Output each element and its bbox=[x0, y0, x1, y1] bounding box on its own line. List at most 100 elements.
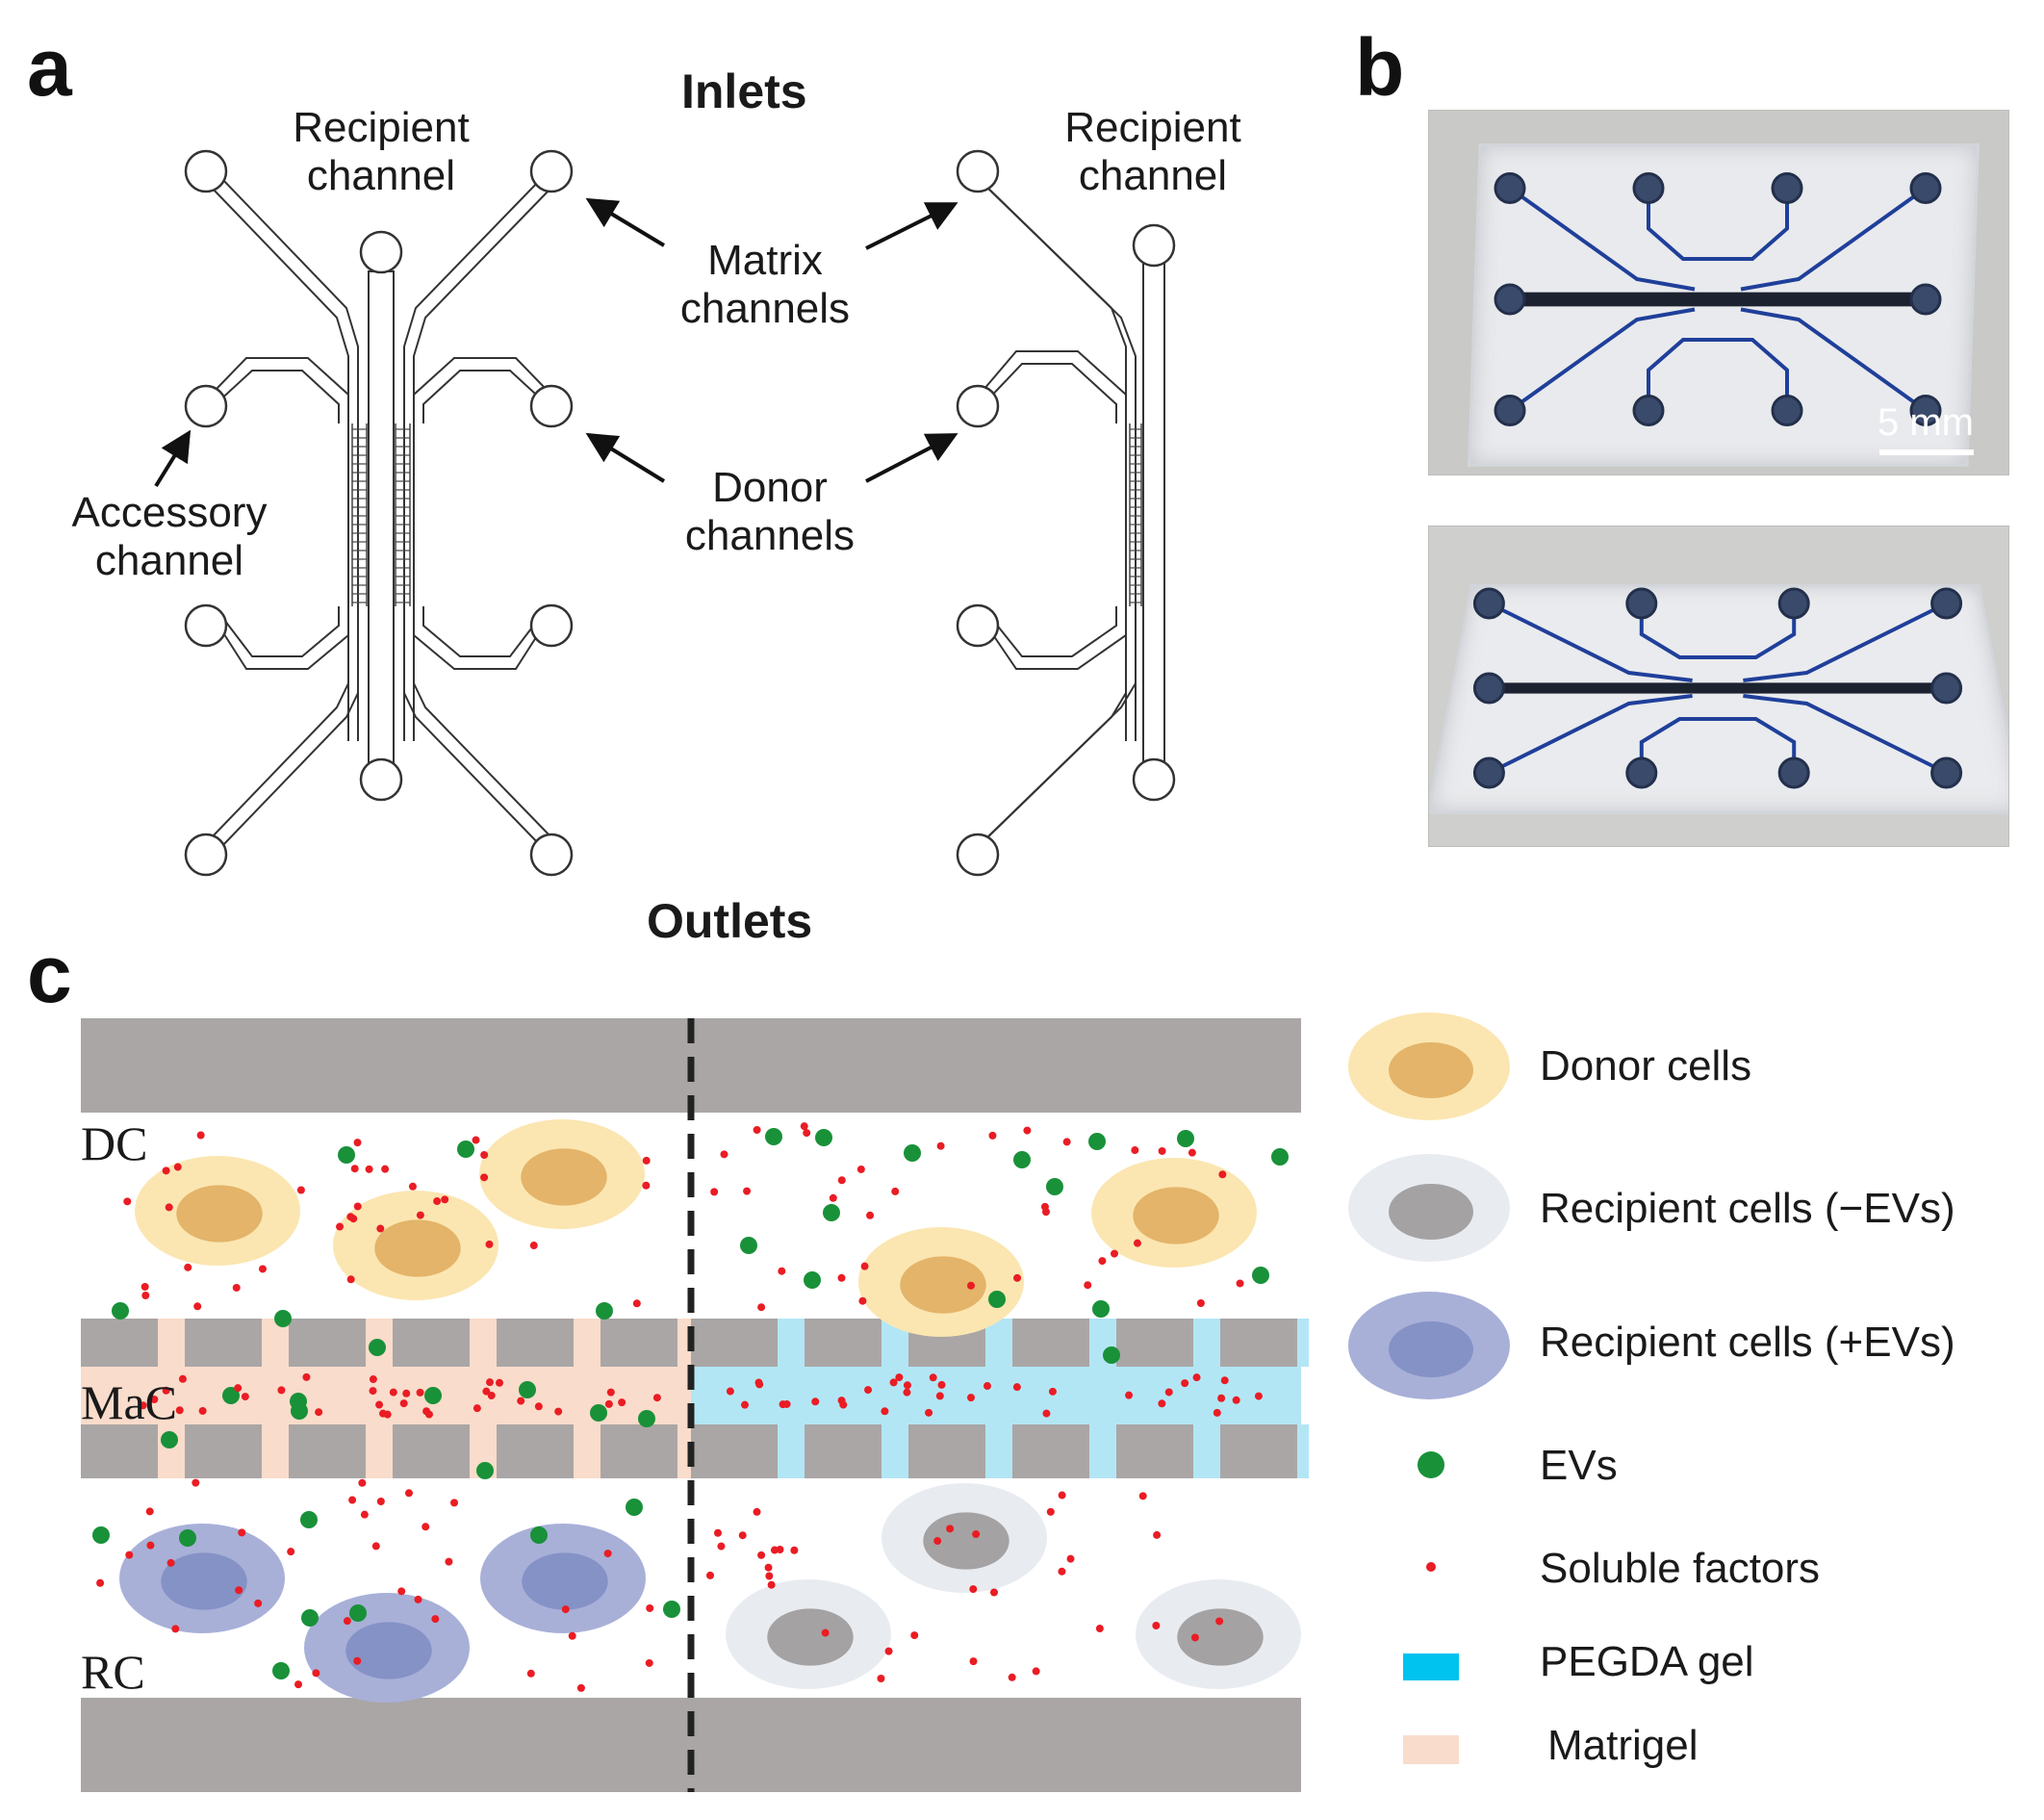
recipient-cell bbox=[881, 1483, 1047, 1593]
matrix-channels-label: Matrix channels bbox=[664, 237, 866, 333]
pegda-gap bbox=[1193, 1424, 1220, 1478]
soluble-factor-dot bbox=[770, 1546, 779, 1554]
soluble-factor-dot bbox=[642, 1181, 651, 1190]
accessory-channel-label: Accessory channel bbox=[64, 489, 275, 585]
soluble-factor-dot bbox=[141, 1291, 150, 1299]
port-hole bbox=[1909, 395, 1942, 426]
pillar bbox=[1116, 1424, 1193, 1478]
soluble-factor-dot bbox=[529, 1242, 538, 1250]
soluble-factor-dot bbox=[837, 1273, 846, 1282]
label-line: Matrix bbox=[707, 237, 823, 284]
ev-dot bbox=[1103, 1346, 1120, 1364]
matrigel-gap bbox=[574, 1424, 600, 1478]
cell-nucleus bbox=[923, 1512, 1009, 1570]
soluble-factor-dot bbox=[767, 1580, 776, 1589]
soluble-factor-dot bbox=[150, 1396, 159, 1404]
soluble-factor-dot bbox=[603, 1550, 612, 1558]
soluble-factor-dot bbox=[1158, 1146, 1166, 1155]
photo-channel bbox=[1740, 307, 1928, 413]
soluble-factor-dot bbox=[1181, 1379, 1189, 1388]
soluble-factor-dot bbox=[821, 1628, 830, 1637]
soluble-factor-icon bbox=[1426, 1562, 1436, 1572]
soluble-factor-dot bbox=[360, 1510, 369, 1519]
legend-cell-nucleus bbox=[1389, 1321, 1473, 1377]
soluble-factor-dot bbox=[450, 1499, 459, 1507]
pillar bbox=[701, 1319, 778, 1367]
soluble-factor-dot bbox=[175, 1406, 184, 1415]
soluble-factor-dot bbox=[1048, 1387, 1057, 1396]
pillar bbox=[393, 1319, 470, 1367]
soluble-factor-dot bbox=[910, 1631, 919, 1640]
soluble-factor-dot bbox=[369, 1387, 377, 1396]
soluble-factor-dot bbox=[123, 1197, 132, 1206]
soluble-factor-dot bbox=[139, 1401, 147, 1410]
right-device bbox=[956, 149, 1176, 877]
region-dc-label: DC bbox=[81, 1116, 148, 1170]
soluble-factor-dot bbox=[778, 1267, 786, 1275]
donor-cell bbox=[479, 1119, 645, 1229]
soluble-factor-dot bbox=[1023, 1126, 1032, 1135]
soluble-factor-dot bbox=[1192, 1373, 1201, 1382]
photo-channels-angled bbox=[1472, 587, 1963, 789]
pillar bbox=[1220, 1319, 1297, 1367]
ev-dot-icon bbox=[1418, 1451, 1444, 1478]
port-hole bbox=[1909, 172, 1942, 204]
soluble-factor-dot bbox=[903, 1388, 911, 1397]
soluble-factor-dot bbox=[296, 1186, 305, 1194]
ev-dot bbox=[1092, 1300, 1110, 1318]
region-rc-label: RC bbox=[81, 1645, 145, 1699]
soluble-factor-dot bbox=[858, 1296, 867, 1305]
ev-dot bbox=[424, 1387, 442, 1404]
label-line: channel bbox=[306, 152, 456, 199]
soluble-factor-dot bbox=[856, 1165, 865, 1173]
soluble-factor-dot bbox=[990, 1588, 999, 1597]
soluble-factor-dot bbox=[891, 1187, 900, 1195]
label-line: Accessory bbox=[71, 489, 268, 536]
soluble-factor-dot bbox=[1254, 1392, 1263, 1400]
soluble-factor-dot bbox=[1012, 1383, 1021, 1392]
soluble-factor-dot bbox=[534, 1402, 543, 1411]
cell-nucleus bbox=[345, 1622, 432, 1679]
soluble-factor-dot bbox=[969, 1585, 978, 1594]
soluble-factor-dot bbox=[720, 1150, 728, 1159]
soluble-factor-dot bbox=[889, 1378, 898, 1387]
soluble-factor-dot bbox=[1008, 1673, 1016, 1681]
soluble-factor-dot bbox=[258, 1265, 267, 1273]
ev-dot bbox=[815, 1129, 832, 1146]
soluble-factor-dot bbox=[757, 1303, 766, 1312]
soluble-factor-dot bbox=[408, 1182, 417, 1191]
cell-nucleus bbox=[522, 1552, 608, 1610]
soluble-factor-dot bbox=[397, 1587, 406, 1596]
pillar bbox=[393, 1424, 470, 1478]
port-hole bbox=[1771, 172, 1803, 204]
left-grid bbox=[351, 423, 411, 606]
port-hole bbox=[1777, 756, 1810, 789]
soluble-factor-dot bbox=[485, 1240, 494, 1248]
cell-nucleus bbox=[161, 1552, 247, 1610]
photo-channel bbox=[1743, 694, 1948, 775]
soluble-factor-dot bbox=[402, 1389, 411, 1397]
soluble-factor-dot bbox=[162, 1166, 170, 1175]
photo-channel bbox=[1647, 338, 1789, 411]
pillar bbox=[1012, 1424, 1089, 1478]
port-hole bbox=[1930, 587, 1963, 620]
soluble-factor-dot bbox=[383, 1410, 392, 1419]
recipient-cell bbox=[1136, 1579, 1301, 1689]
port-hole bbox=[1930, 672, 1963, 705]
soluble-factor-dot bbox=[487, 1391, 496, 1399]
soluble-factor-dot bbox=[287, 1548, 295, 1556]
photo-channel bbox=[1639, 717, 1797, 773]
soluble-factor-dot bbox=[946, 1525, 955, 1533]
soluble-factor-dot bbox=[1111, 1249, 1119, 1258]
soluble-factor-dot bbox=[1188, 1148, 1196, 1157]
soluble-factor-dot bbox=[184, 1263, 192, 1271]
ev-dot bbox=[349, 1604, 367, 1622]
cell-nucleus bbox=[767, 1608, 854, 1666]
port-hole bbox=[1494, 172, 1526, 204]
soluble-factor-dot bbox=[416, 1211, 424, 1219]
pillar bbox=[691, 1319, 701, 1367]
soluble-factor-dot bbox=[881, 1407, 889, 1416]
soluble-factor-dot bbox=[353, 1202, 362, 1211]
region-mac-label: MaC bbox=[81, 1375, 177, 1429]
port-hole bbox=[1771, 395, 1803, 426]
